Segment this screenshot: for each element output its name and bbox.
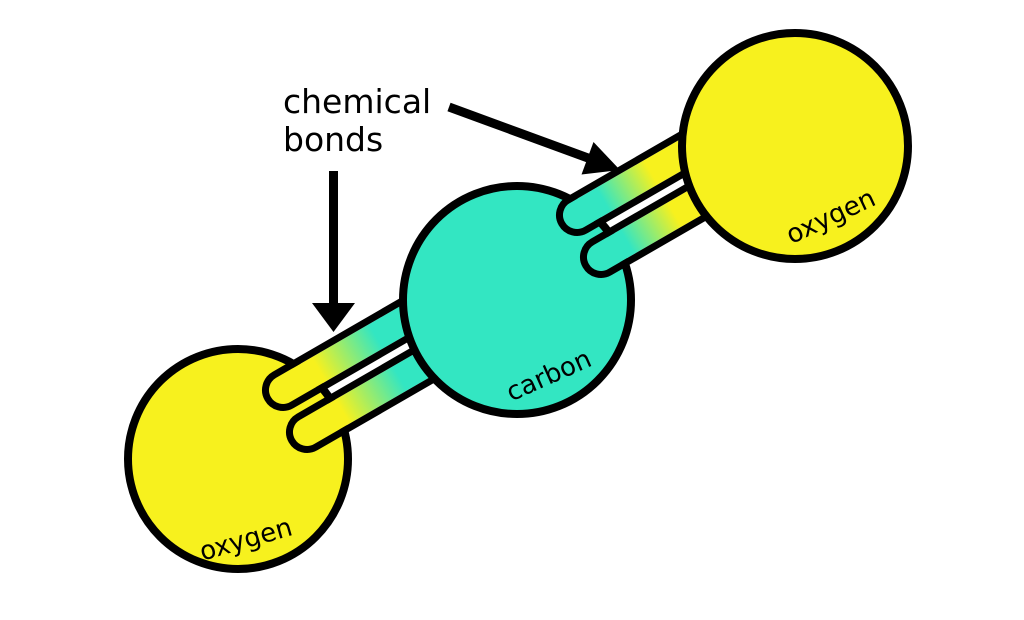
arrow-down-icon (312, 171, 355, 332)
arrow-diagonal-icon (447, 102, 620, 175)
chemical-bonds-label: chemical bonds (283, 83, 431, 159)
chemical-bonds-label-line2: bonds (283, 119, 384, 159)
chemical-bonds-label-line1: chemical (283, 82, 432, 121)
oxygen-atom-right (678, 29, 912, 263)
